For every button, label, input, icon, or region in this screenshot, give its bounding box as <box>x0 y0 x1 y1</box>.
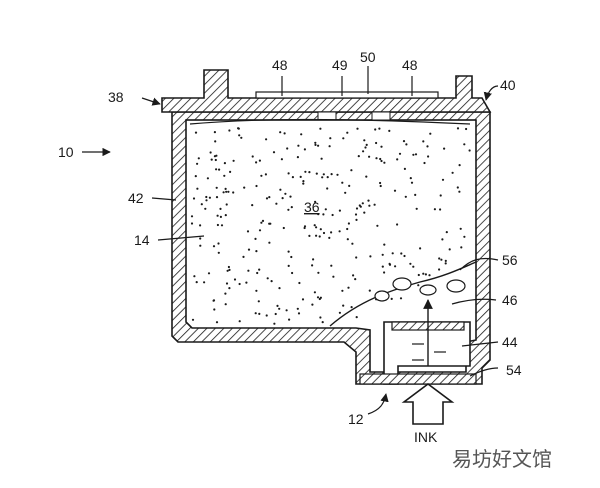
label-56: 56 <box>502 252 518 268</box>
label-42: 42 <box>128 190 144 206</box>
vent-left <box>317 111 337 121</box>
lid-seal-plate <box>255 91 439 99</box>
label-10: 10 <box>58 144 74 160</box>
label-48-right: 48 <box>402 57 418 73</box>
label-12: 12 <box>348 411 364 427</box>
label-46: 46 <box>502 292 518 308</box>
lid <box>161 69 492 113</box>
label-38: 38 <box>108 89 124 105</box>
label-54: 54 <box>506 362 522 378</box>
lid-foam-curve <box>189 118 471 125</box>
label-49: 49 <box>332 57 348 73</box>
label-ink: INK <box>414 429 438 445</box>
outlet-base <box>359 373 477 385</box>
bubbles <box>374 277 466 302</box>
housing-wall <box>171 111 491 385</box>
ink-dashes <box>412 343 446 361</box>
label-40: 40 <box>500 77 516 93</box>
ink-inlet-arrow <box>401 383 455 425</box>
label-50: 50 <box>360 49 376 65</box>
foam-stipple <box>190 127 471 325</box>
watermark-text: 易坊好文馆 <box>452 447 552 471</box>
vent-right <box>371 111 391 121</box>
leader-lines <box>82 66 499 415</box>
foam-boundary <box>329 261 477 327</box>
label-14: 14 <box>134 232 150 248</box>
label-44: 44 <box>502 334 518 350</box>
label-36: 36 <box>304 199 320 215</box>
label-48-left: 48 <box>272 57 288 73</box>
